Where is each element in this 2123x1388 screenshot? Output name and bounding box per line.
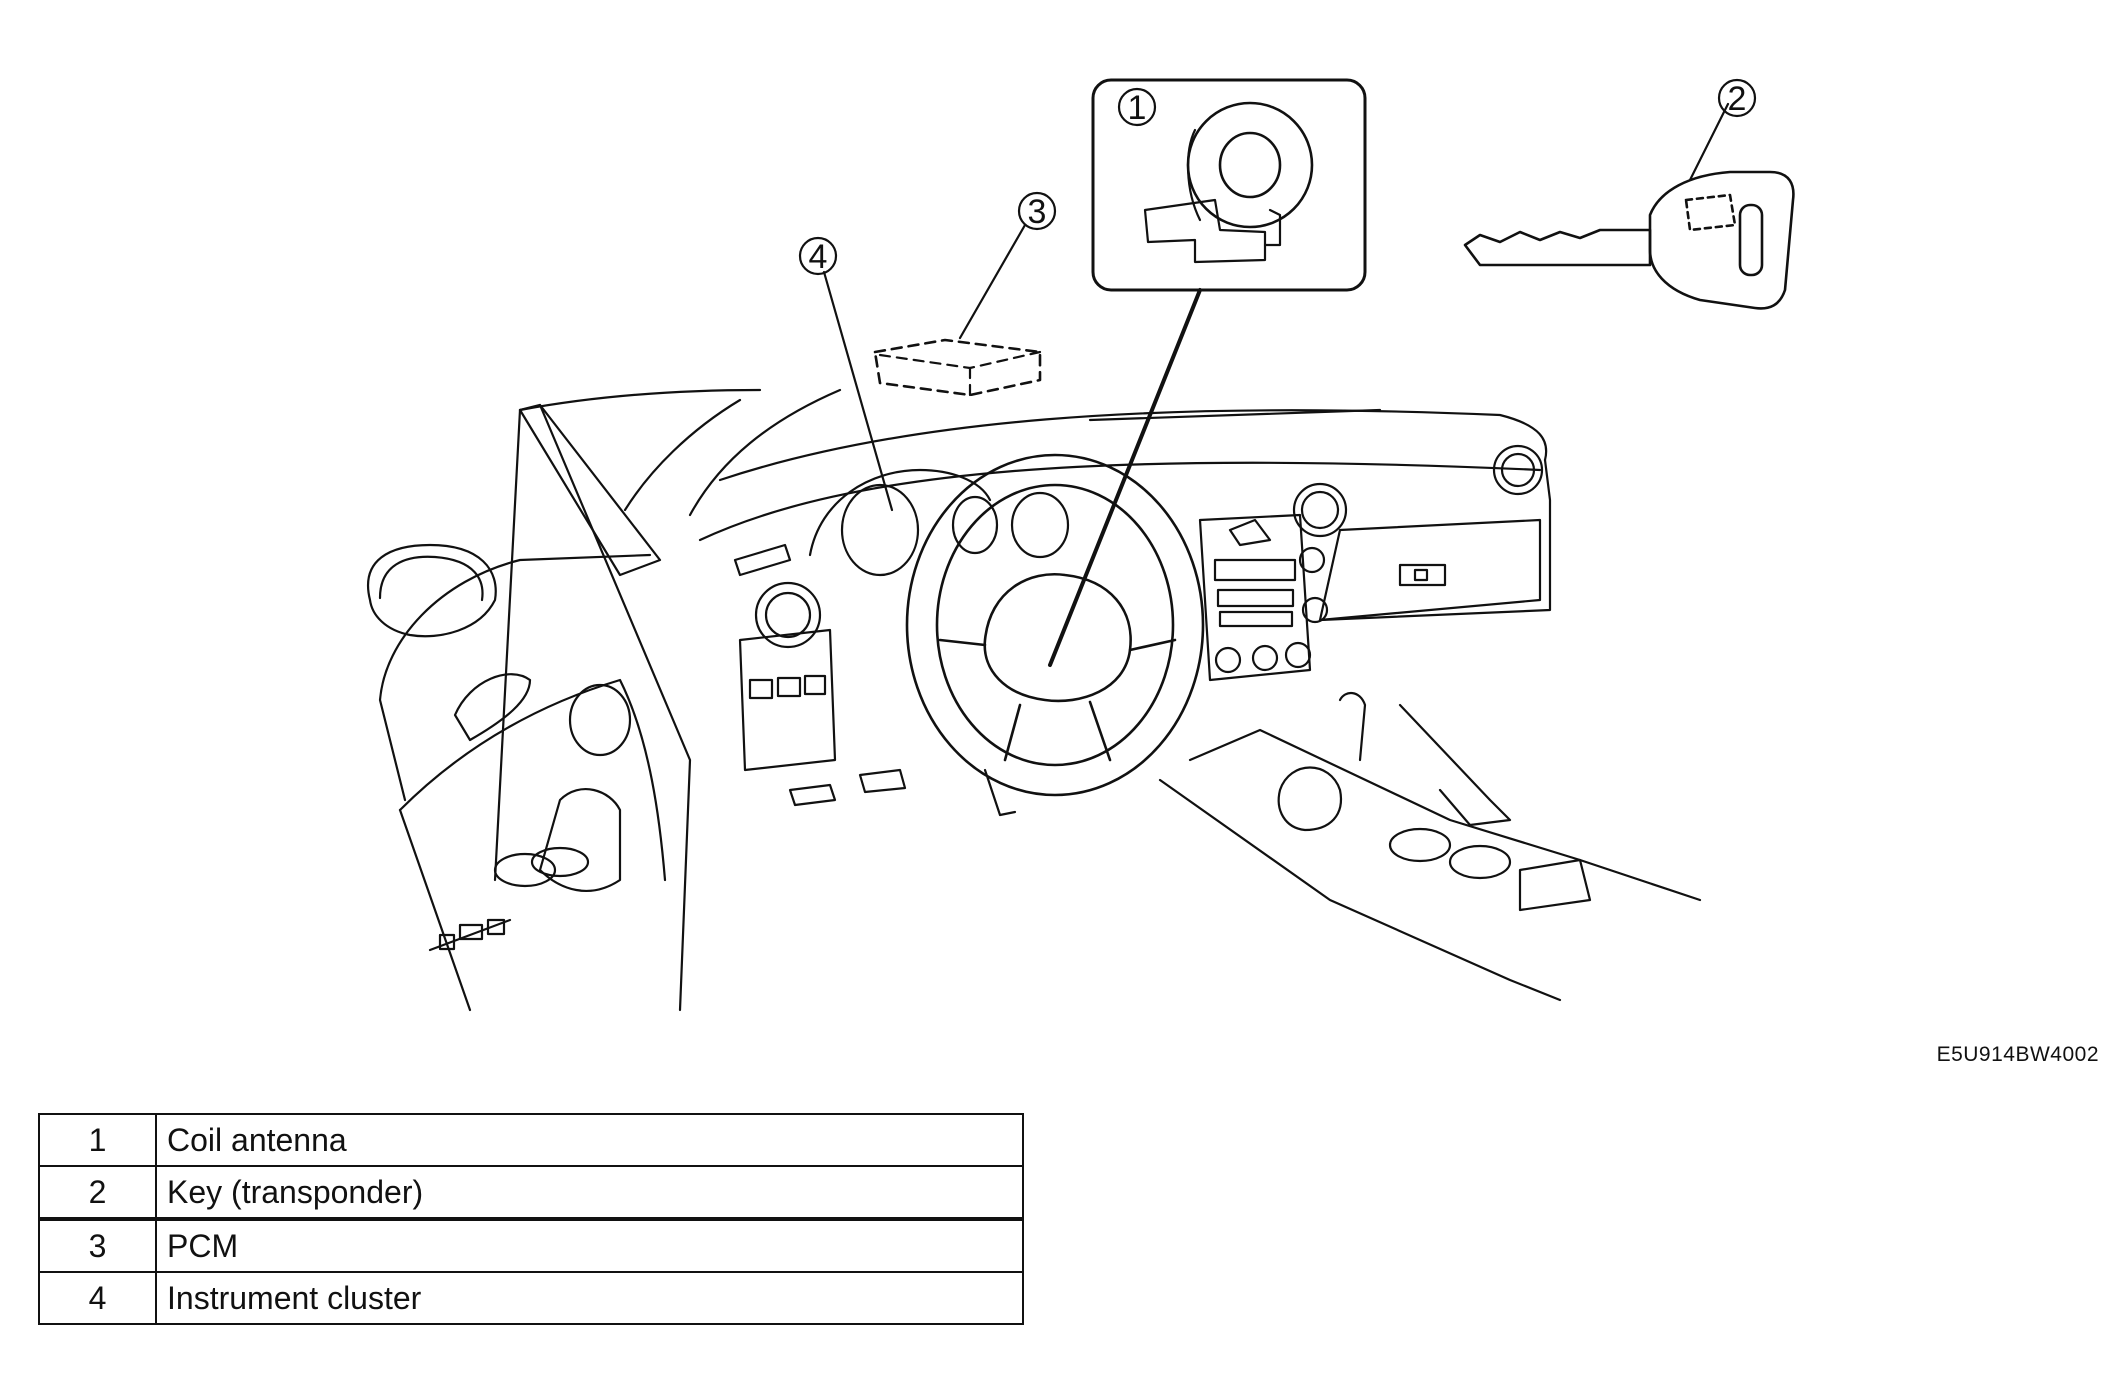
callout-1-circle: [1117, 87, 1157, 127]
callout-1-group: 1: [1048, 78, 1367, 667]
legend-text: Key (transponder): [155, 1165, 1024, 1220]
dashboard: [698, 408, 1552, 622]
legend-row: 1 Coil antenna: [38, 1113, 1024, 1167]
windshield-frame: [518, 388, 842, 517]
legend-number: 1: [38, 1113, 157, 1167]
door: [378, 403, 692, 1012]
legend-row: 3 PCM: [38, 1217, 1024, 1273]
leader-line-2: [1688, 102, 1730, 182]
parts-legend-table: 1 Coil antenna 2 Key (transponder) 3 PCM…: [38, 1113, 1024, 1325]
instrument-cluster: [808, 468, 1070, 577]
coil-antenna-icon: [1143, 101, 1314, 264]
callout-2-label: 2: [1728, 80, 1747, 118]
callout-3-circle: [1017, 191, 1057, 231]
pedals: [738, 628, 1017, 817]
air-vents: [733, 444, 1544, 649]
legend-number: 4: [38, 1271, 157, 1325]
callout-3-label: 3: [1028, 193, 1047, 231]
callout-3-group: 3: [873, 191, 1057, 397]
legend-text: Coil antenna: [155, 1113, 1024, 1167]
center-tunnel: [1158, 692, 1702, 1002]
callout-4-label: 4: [809, 238, 828, 276]
diagram-figure: 1 2 3 4: [367, 78, 1795, 1012]
callout-2-circle: [1717, 78, 1757, 118]
interior-illustration: 1 2 3 4: [367, 78, 1795, 1012]
legend-number: 2: [38, 1165, 157, 1220]
legend-text: PCM: [155, 1217, 1024, 1273]
coil-antenna-inset-frame: [1091, 78, 1367, 292]
side-mirror: [367, 543, 497, 638]
pcm-outline: [873, 338, 1042, 397]
callout-1-label: 1: [1128, 89, 1147, 127]
leader-line-3: [958, 223, 1027, 340]
figure-code: E5U914BW4002: [1936, 1043, 2099, 1066]
legend-row: 4 Instrument cluster: [38, 1271, 1024, 1325]
leader-line-1: [1048, 288, 1202, 667]
legend-number: 3: [38, 1217, 157, 1273]
legend-row: 2 Key (transponder): [38, 1165, 1024, 1220]
callout-4-group: 4: [798, 236, 894, 512]
callout-2-group: 2: [1463, 78, 1795, 310]
center-stack: [1198, 513, 1329, 682]
steering-wheel: [905, 453, 1205, 797]
callout-4-circle: [798, 236, 838, 276]
key-transponder-icon: [1463, 170, 1795, 310]
legend-text: Instrument cluster: [155, 1271, 1024, 1325]
leader-line-4: [822, 270, 894, 512]
